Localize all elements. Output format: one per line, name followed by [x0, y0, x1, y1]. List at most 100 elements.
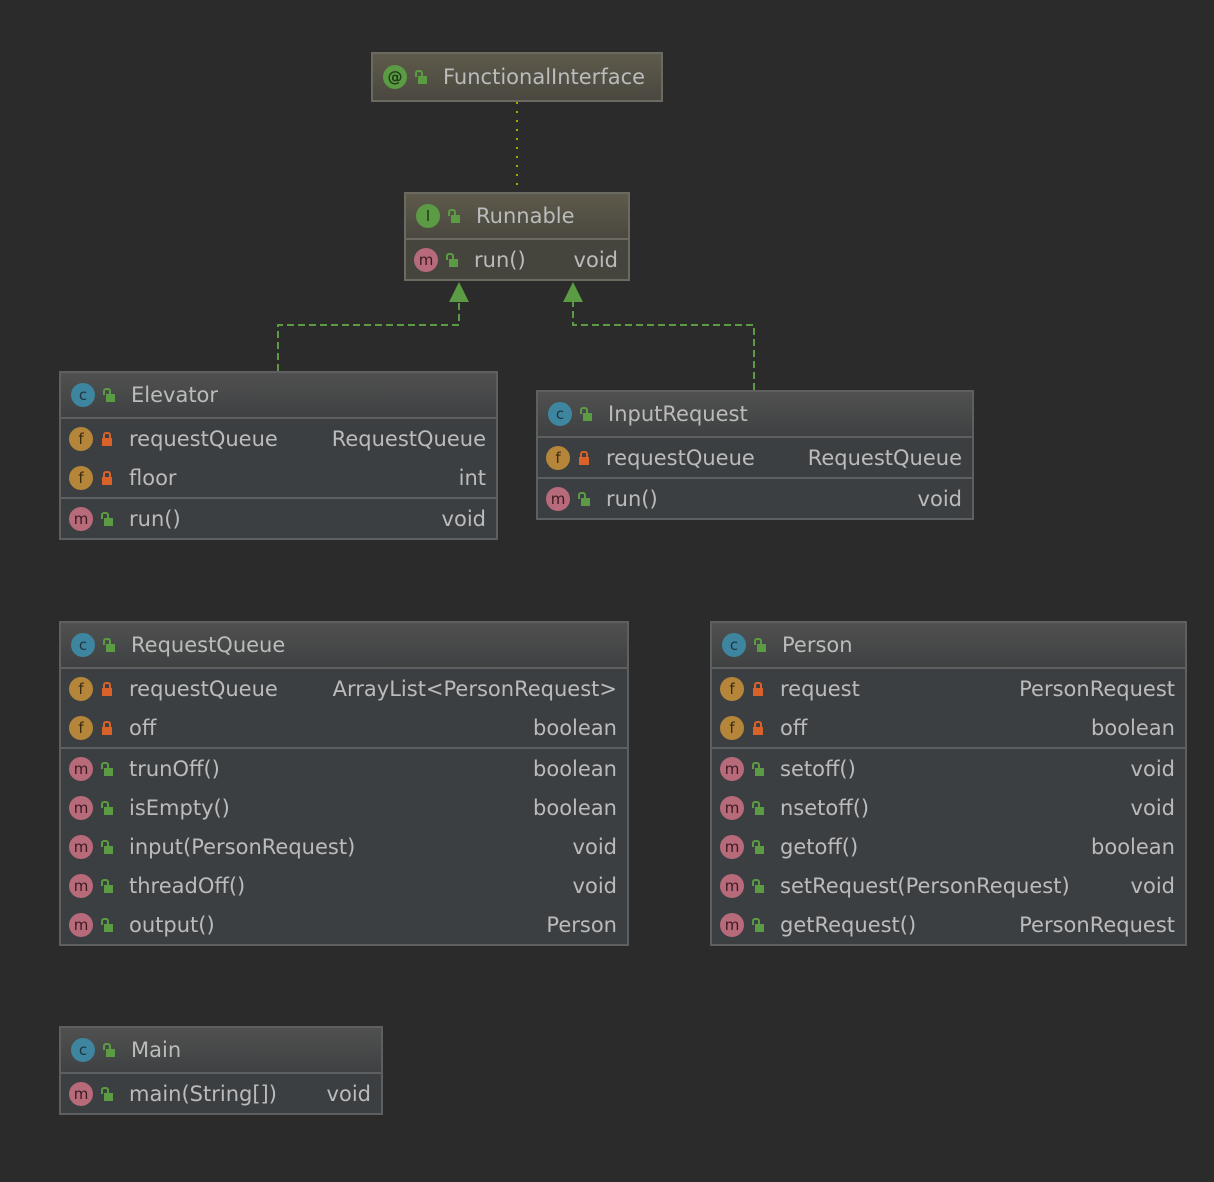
inputrequest-fields-section: f requestQueue RequestQueue: [538, 438, 972, 479]
method-icon: m: [69, 756, 93, 781]
private-lock-icon: [752, 720, 764, 735]
public-lock-icon: [101, 761, 113, 776]
runnable-name: Runnable: [476, 204, 575, 228]
method-icon: m: [69, 1081, 93, 1106]
method-name: nsetoff(): [780, 795, 870, 820]
field-type: int: [458, 465, 486, 490]
method-name: threadOff(): [129, 873, 246, 898]
public-lock-icon: [101, 800, 113, 815]
private-lock-icon: [101, 431, 113, 446]
method-type: void: [572, 834, 617, 859]
field-row[interactable]: f requestQueue RequestQueue: [538, 438, 972, 477]
public-lock-icon: [446, 252, 458, 267]
public-lock-icon: [752, 878, 764, 893]
method-type: void: [572, 873, 617, 898]
public-lock-icon: [752, 761, 764, 776]
functionalinterface-node[interactable]: @ FunctionalInterface: [371, 52, 663, 102]
method-row[interactable]: m setRequest(PersonRequest) void: [712, 866, 1185, 905]
public-lock-icon: [101, 839, 113, 854]
functionalinterface-header[interactable]: @ FunctionalInterface: [373, 54, 661, 100]
public-lock-icon: [101, 1086, 113, 1101]
method-name: getRequest(): [780, 912, 917, 937]
public-lock-icon: [415, 70, 427, 84]
public-lock-icon: [103, 1043, 115, 1057]
interface-icon: I: [416, 204, 440, 228]
field-name: off: [780, 715, 808, 740]
method-icon: m: [720, 873, 744, 898]
field-icon: f: [546, 445, 570, 470]
field-name: requestQueue: [129, 426, 278, 451]
field-name: requestQueue: [606, 445, 755, 470]
method-name: input(PersonRequest): [129, 834, 356, 859]
method-row[interactable]: m input(PersonRequest) void: [61, 827, 627, 866]
elevator-implements-runnable-edge[interactable]: [277, 298, 460, 371]
implements-arrowhead: [563, 282, 583, 302]
public-lock-icon: [448, 209, 460, 223]
public-lock-icon: [578, 491, 590, 506]
runnable-header[interactable]: I Runnable: [406, 194, 628, 240]
elevator-name: Elevator: [131, 383, 219, 407]
public-lock-icon: [101, 917, 113, 932]
method-type: boolean: [533, 795, 617, 820]
field-type: RequestQueue: [807, 445, 962, 470]
inputrequest-implements-runnable-edge[interactable]: [572, 298, 755, 390]
method-icon: m: [69, 795, 93, 820]
annotation-icon: @: [383, 65, 407, 89]
method-type: void: [326, 1081, 371, 1106]
method-name: setRequest(PersonRequest): [780, 873, 1070, 898]
method-icon: m: [69, 834, 93, 859]
method-type: void: [1130, 873, 1175, 898]
method-type: boolean: [1091, 834, 1175, 859]
method-type: boolean: [533, 756, 617, 781]
elevator-header[interactable]: c Elevator: [61, 373, 496, 419]
public-lock-icon: [752, 917, 764, 932]
public-lock-icon: [580, 407, 592, 421]
field-type: boolean: [533, 715, 617, 740]
method-icon: m: [69, 506, 93, 531]
field-type: PersonRequest: [1019, 676, 1175, 701]
public-lock-icon: [103, 388, 115, 402]
field-icon: f: [69, 715, 93, 740]
method-type: void: [573, 247, 618, 272]
method-name: output(): [129, 912, 215, 937]
class-icon: c: [71, 383, 95, 407]
field-icon: f: [69, 426, 93, 451]
functionalinterface-name: FunctionalInterface: [443, 65, 646, 89]
public-lock-icon: [101, 511, 113, 526]
public-lock-icon: [752, 800, 764, 815]
